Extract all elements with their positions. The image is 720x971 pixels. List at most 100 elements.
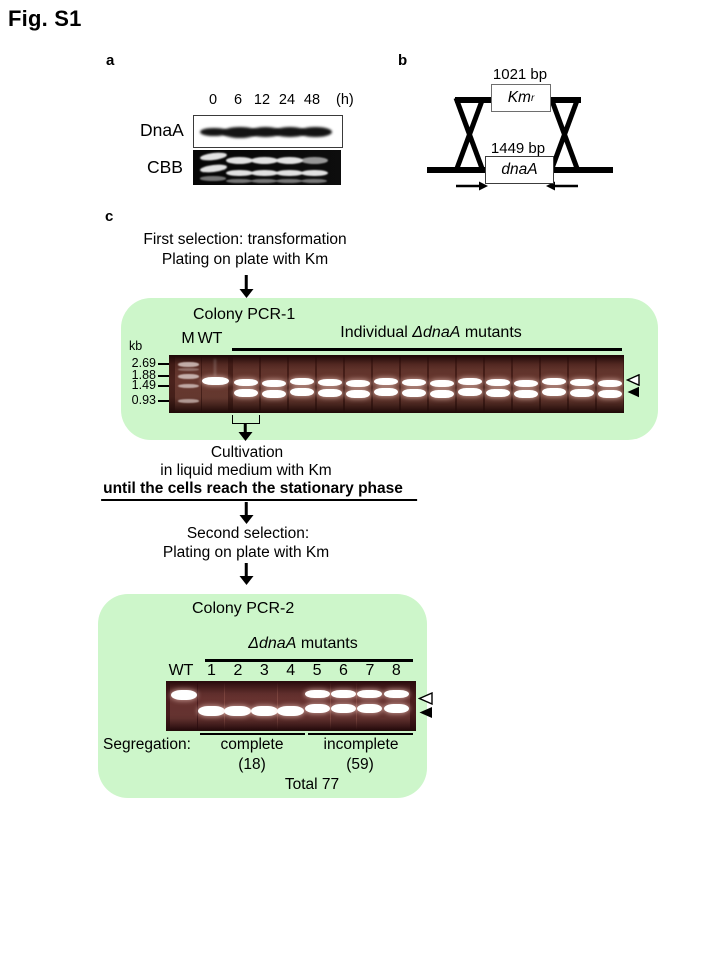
lane-number-label: 4	[286, 662, 296, 679]
lower-band	[277, 705, 305, 716]
dnaa-western-blot	[193, 115, 343, 148]
mutant-lower-band	[374, 387, 398, 397]
cassette-size-label: 1021 bp	[492, 66, 548, 83]
cbb-upper-band	[250, 156, 278, 164]
cbb-lower-band	[250, 169, 278, 176]
lower-band	[198, 705, 225, 716]
pcr2-mutants-header: ΔdnaA mutants	[248, 635, 358, 652]
km-superscript: r	[530, 92, 535, 104]
figure-title: Fig. S1	[8, 6, 82, 31]
panel-c-label: c	[105, 208, 114, 225]
lane-number-label: 8	[391, 662, 401, 679]
mutant-upper-band	[542, 377, 566, 385]
lower-band	[304, 704, 330, 713]
wt-band	[201, 376, 229, 385]
cbb-faint-band	[200, 176, 226, 181]
cbb-lower-band	[199, 163, 227, 174]
mutant-lower-band	[262, 389, 286, 398]
lower-band	[331, 704, 356, 713]
lane-number-label: 5	[312, 662, 322, 679]
lane-number-label: 7	[365, 662, 375, 679]
cbb-faint-band	[276, 178, 302, 183]
marker-band	[177, 398, 199, 403]
mutant-upper-band	[234, 378, 258, 386]
picked-colony-bracket	[232, 415, 260, 424]
incomplete-group-line	[308, 733, 413, 735]
lower-band	[250, 705, 278, 716]
lower-band	[224, 705, 252, 716]
ladder-tick	[158, 375, 169, 377]
cbb-lower-band	[300, 169, 328, 176]
mutant-upper-band	[262, 379, 286, 387]
lower-band	[383, 704, 409, 713]
gene-size-label: 1449 bp	[490, 140, 546, 157]
upper-band	[304, 689, 330, 698]
ladder-label: 1.88	[131, 368, 156, 382]
cultivation-line2: in liquid medium with Km	[160, 462, 332, 479]
km-gene-label: Km	[507, 89, 531, 106]
cbb-upper-band	[300, 156, 328, 164]
open-arrowhead-icon	[418, 692, 433, 705]
step2-line1: Second selection:	[186, 525, 310, 542]
open-arrowhead-icon	[626, 374, 640, 386]
incomplete-label: incomplete	[323, 736, 399, 753]
mutant-lower-band	[234, 388, 258, 397]
cbb-faint-band	[226, 178, 252, 183]
mutant-lower-band	[514, 389, 538, 398]
mutant-upper-band	[346, 379, 370, 387]
wt-streak	[213, 359, 216, 376]
ladder-tick	[158, 385, 169, 387]
primer-right-arrow-icon	[479, 181, 488, 191]
wt-lane-label-pcr2: WT	[168, 662, 194, 679]
wt-lane-label-pcr1: WT	[197, 330, 223, 347]
marker-band	[177, 361, 199, 367]
step1-line1: First selection: transformation	[143, 231, 347, 248]
cbb-gel-label: CBB	[147, 157, 183, 177]
cbb-lower-band	[275, 169, 303, 176]
upper-band	[383, 689, 409, 698]
mutant-lower-band	[458, 387, 482, 397]
mutant-upper-band	[598, 379, 622, 387]
wt-band	[170, 690, 197, 700]
segregation-label: Segregation:	[103, 736, 191, 753]
dnaa-gene-label: dnaA	[501, 161, 538, 178]
mutants-header-underline	[232, 348, 622, 351]
delta-dnaa-gene: ΔdnaA	[248, 635, 297, 652]
mutant-lower-band	[486, 388, 510, 397]
pcr2-header-underline	[205, 659, 413, 662]
incomplete-count: (59)	[346, 756, 374, 773]
ladder-tick	[158, 400, 169, 402]
delta-dnaa-gene: ΔdnaA	[412, 324, 461, 341]
protein-band	[249, 127, 281, 137]
mutant-upper-band	[430, 379, 454, 387]
lane-number-label: 6	[339, 662, 348, 679]
lane-number-label: 3	[259, 662, 269, 679]
lane-number-label: 2	[233, 662, 243, 679]
panel-b-label: b	[398, 52, 408, 69]
flow-arrow-icon	[239, 275, 254, 298]
timepoint-label: 24	[278, 92, 296, 108]
timepoint-label: 48	[303, 92, 321, 108]
timepoint-label: 0	[208, 92, 218, 108]
mutant-lower-band	[542, 387, 566, 397]
mutant-upper-band	[402, 378, 426, 386]
cbb-lower-band	[225, 169, 253, 176]
timepoint-label: 6	[233, 92, 243, 108]
lane-number-label: 1	[207, 662, 216, 679]
complete-group-line	[200, 733, 305, 735]
cultivation-line3: until the cells reach the stationary pha…	[101, 480, 417, 502]
filled-arrowhead-icon	[419, 706, 432, 718]
cbb-stained-gel	[193, 150, 341, 185]
mutant-upper-band	[570, 378, 594, 386]
mutant-lower-band	[402, 388, 426, 397]
mutant-lower-band	[430, 389, 454, 398]
ladder-label: 0.93	[131, 393, 156, 407]
cbb-upper-band	[275, 156, 303, 164]
timepoint-label: 12	[253, 92, 271, 108]
protein-band	[222, 126, 258, 138]
mutant-upper-band	[458, 377, 482, 385]
protein-band	[298, 126, 332, 138]
mutant-lower-band	[598, 389, 622, 398]
mutant-lower-band	[570, 388, 594, 397]
ladder-tick	[158, 363, 169, 365]
